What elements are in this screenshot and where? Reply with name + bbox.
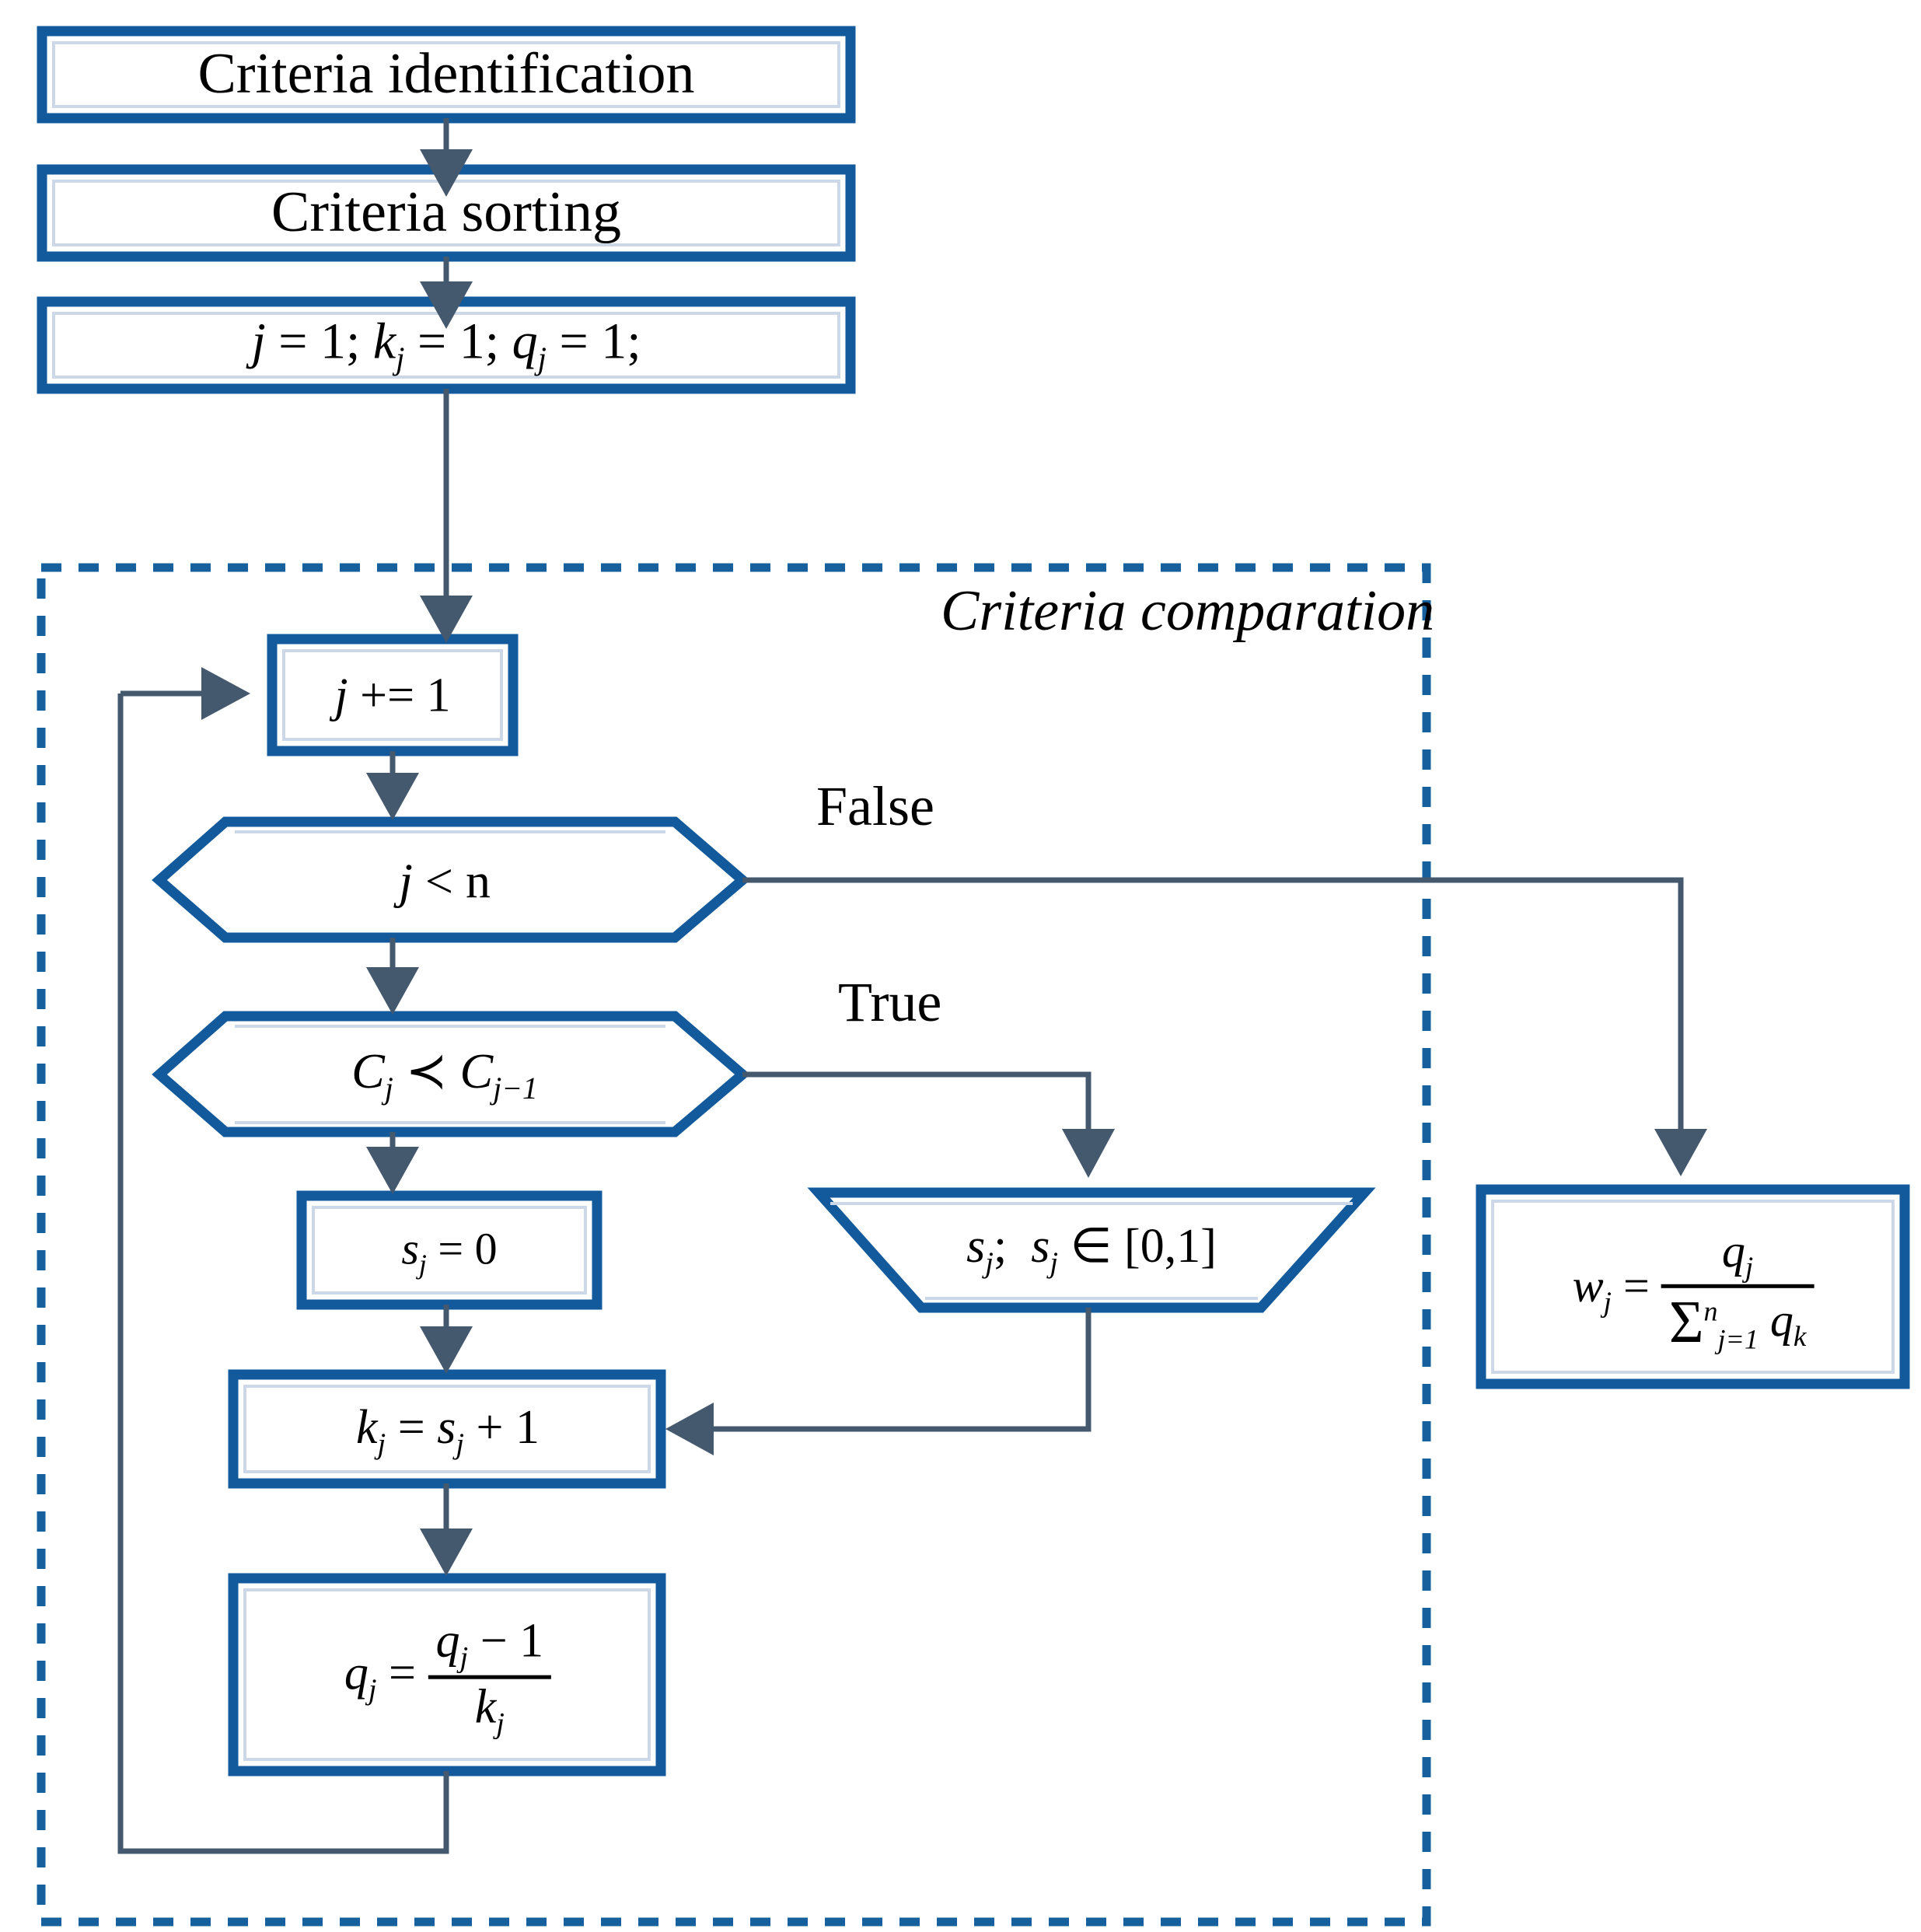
node-criteria-identification-label: Criteria identification [197, 42, 695, 107]
node-kj-formula-label: kj = sj + 1 [356, 1401, 540, 1461]
node-manual-input-sj-shape [807, 1187, 1376, 1313]
node-init-label: j = 1; kj = 1; qj = 1; [251, 313, 641, 376]
node-decision-j-lt-n-label: j < n [399, 853, 491, 909]
connector-n5-false-to-weight [742, 877, 1707, 1176]
node-decision-j-lt-n-shape [152, 816, 750, 943]
connector-n4-n5 [366, 751, 419, 820]
node-decision-criteria-compare-label: Cj ≺ Cj−1 [351, 1043, 538, 1106]
node-criteria-sorting-label: Criteria sorting [271, 180, 622, 245]
node-sj-zero-shape [296, 1190, 602, 1310]
connector-n5-n6-true-down [366, 938, 419, 1015]
connector-n6-true-to-manual-input [742, 1071, 1115, 1178]
group-label-criteria-comparation: Criteria comparation [941, 579, 1435, 643]
connector-n3-n4 [420, 389, 473, 643]
connector-kj-to-qj [420, 1483, 473, 1576]
node-qj-formula-shape [228, 1573, 666, 1777]
node-manual-input-sj-label: sj; sj ∈ [0,1] [966, 1220, 1217, 1280]
connector-n2-n3 [420, 257, 473, 329]
node-weight-formula-label: wj = qj Σnj=1 qk [1573, 1226, 1814, 1354]
node-qj-formula-label: qj = qj − 1 kj [344, 1616, 552, 1740]
edge-label-true: True [838, 971, 942, 1033]
edge-label-false: False [816, 775, 934, 837]
node-increment-label: j += 1 [334, 669, 451, 722]
connector-n1-n2 [420, 118, 473, 197]
node-kj-formula-shape [228, 1369, 666, 1489]
criteria-comparation-group-border [37, 563, 1431, 1927]
connector-sj-zero-to-kj [420, 1305, 473, 1374]
connector-manual-input-to-kj [665, 1308, 1091, 1455]
node-decision-criteria-compare-shape [152, 1011, 750, 1137]
connector-qj-loop-back [117, 667, 449, 1854]
connector-n6-to-sj-zero [366, 1132, 419, 1194]
node-sj-zero-label: sj = 0 [401, 1223, 498, 1280]
